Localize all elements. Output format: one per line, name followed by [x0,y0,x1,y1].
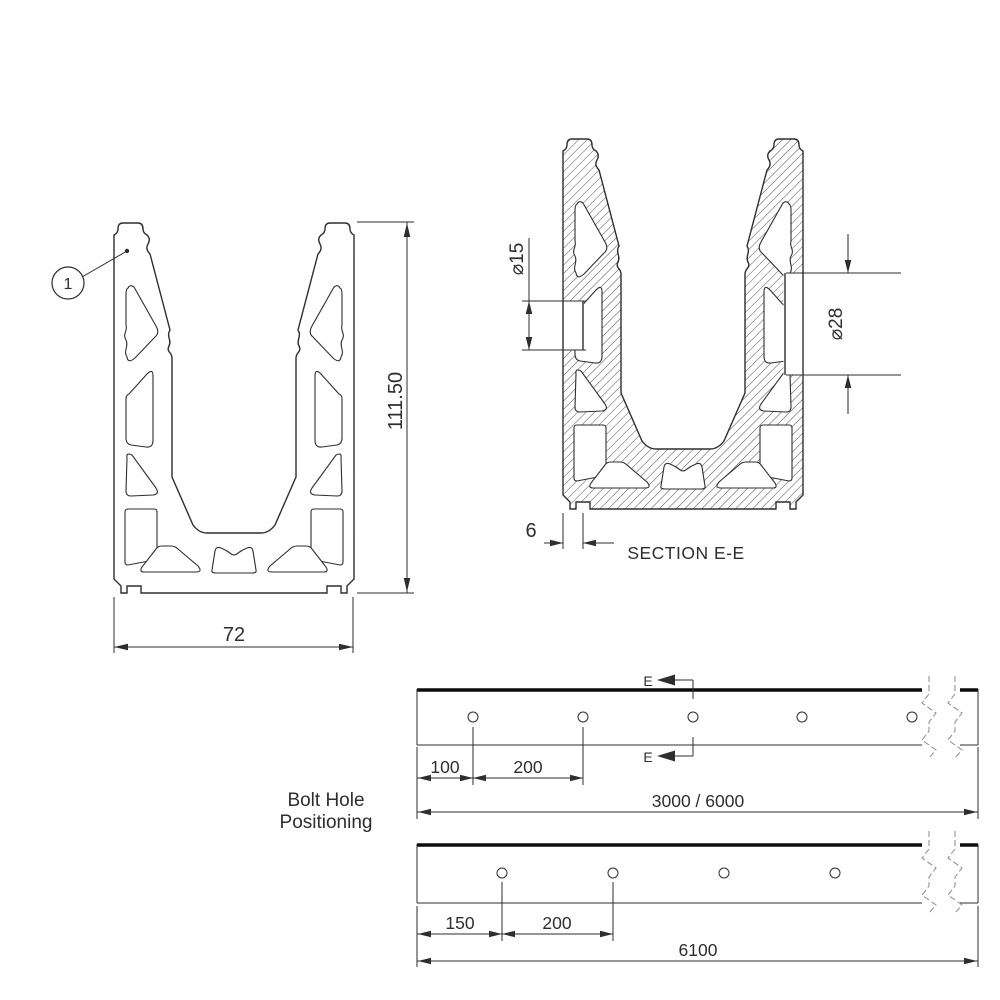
balloon-circle [51,266,85,300]
bolt-hole [796,711,808,723]
leader-dot [124,248,130,254]
large-hole-dimension: ⌀28 [786,234,901,414]
pitch-dim: 200 [542,913,571,933]
large-hole-dim-text: ⌀28 [826,308,847,341]
large-hole-gap [783,273,804,375]
layout-title-line2: Positioning [280,812,373,833]
total-length-dim: 6100 [679,940,718,960]
strip-3000: E E 100 200 3000 / 6000 [416,673,979,819]
section-label: SECTION E-E [627,543,744,563]
bolt-hole [906,711,918,723]
profile-view: 1 111.50 72 [51,221,414,653]
edge-offset-dim: 100 [430,757,459,777]
wall-thickness-dim-text: 6 [525,520,536,542]
wall-thickness-dimension: 6 [525,513,614,549]
small-hole-dimension: ⌀15 [507,238,586,351]
pitch-dim: 200 [513,757,542,777]
break-line [921,676,937,759]
layout-title-line1: Bolt Hole [287,790,364,811]
small-hole-dim-text: ⌀15 [507,243,528,276]
section-cut-marker: E E [643,673,694,765]
balloon-callout: 1 [51,248,130,300]
break-line [921,831,937,914]
bolt-hole [577,711,589,723]
height-dimension: 111.50 [357,221,414,594]
bolt-hole [829,867,841,879]
break-line [947,831,963,914]
bolt-hole [718,867,730,879]
width-dimension: 72 [113,597,354,653]
balloon-label: 1 [64,276,73,293]
bolt-hole [467,711,479,723]
bolt-hole-layout: Bolt Hole Positioning E [280,673,979,967]
strip-6100: 150 200 6100 [416,831,979,967]
total-length-dim: 3000 / 6000 [652,791,745,811]
section-view: ⌀15 ⌀28 6 SECTION E-E [507,138,901,563]
edge-offset-dim: 150 [445,913,474,933]
small-hole-gap [562,301,584,350]
bolt-hole [607,867,619,879]
break-line [947,676,963,759]
height-dim-text: 111.50 [385,372,407,430]
width-dim-text: 72 [223,624,245,646]
cut-marker-label-top: E [643,673,652,689]
bolt-hole [496,867,508,879]
bolt-hole [687,711,699,723]
cut-marker-label-bottom: E [643,749,652,765]
